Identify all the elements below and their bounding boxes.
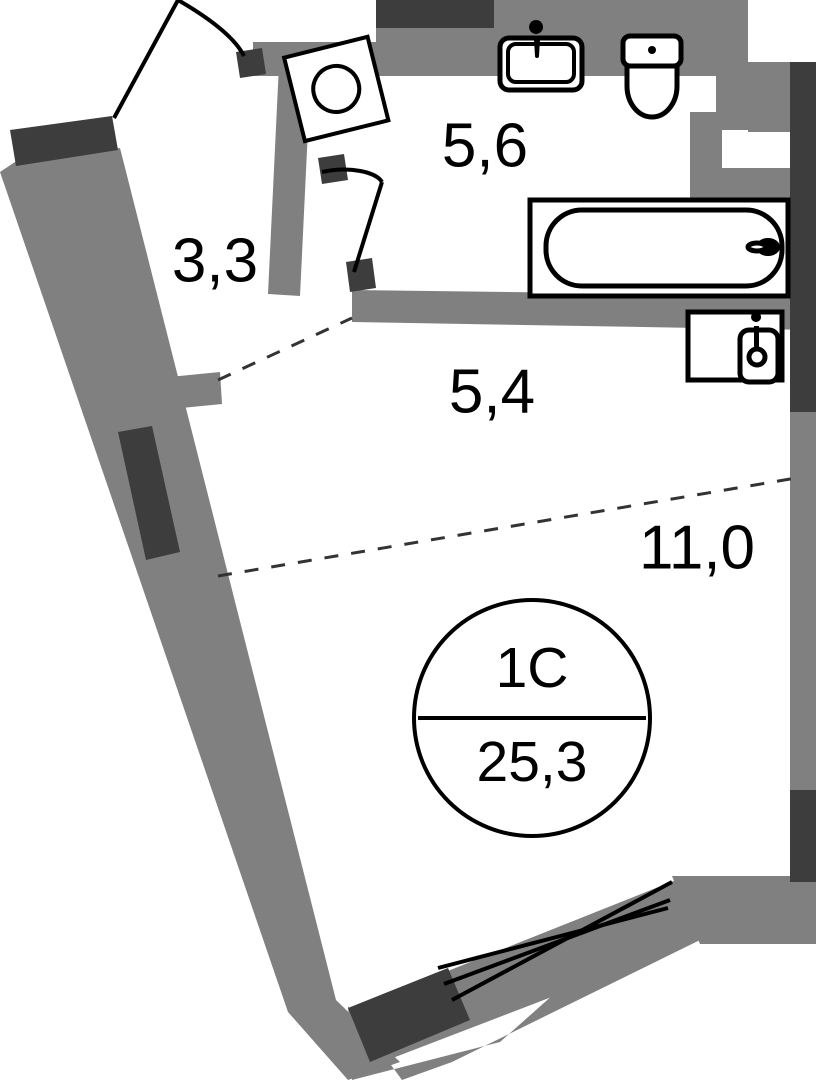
unit-area-label: 25,3 xyxy=(477,730,588,794)
divider-hallway-kitchen xyxy=(217,316,353,382)
bathtub-icon xyxy=(527,197,791,299)
area-label-bathroom: 5,6 xyxy=(442,111,528,180)
area-label-hallway: 3,3 xyxy=(172,226,258,295)
washbasin-icon xyxy=(497,20,585,93)
area-labels: 3,3 5,6 5,4 11,0 xyxy=(172,111,755,582)
walls-dark xyxy=(10,0,816,1062)
unit-badge: 1C 25,3 xyxy=(412,598,652,838)
fixtures xyxy=(281,20,791,385)
balcony-window xyxy=(437,880,673,1002)
unit-type-label: 1C xyxy=(496,636,569,700)
area-label-living-room: 11,0 xyxy=(639,513,755,582)
openings xyxy=(112,0,673,1002)
utility-sink-icon xyxy=(685,309,785,385)
area-label-kitchen: 5,4 xyxy=(449,357,535,426)
ventilation-duct-icon xyxy=(281,34,391,144)
toilet-icon xyxy=(620,33,684,120)
divider-kitchen-living xyxy=(217,476,797,578)
room-dividers xyxy=(217,316,797,578)
entrance-door[interactable] xyxy=(112,0,246,119)
bathroom-door[interactable] xyxy=(321,167,384,273)
